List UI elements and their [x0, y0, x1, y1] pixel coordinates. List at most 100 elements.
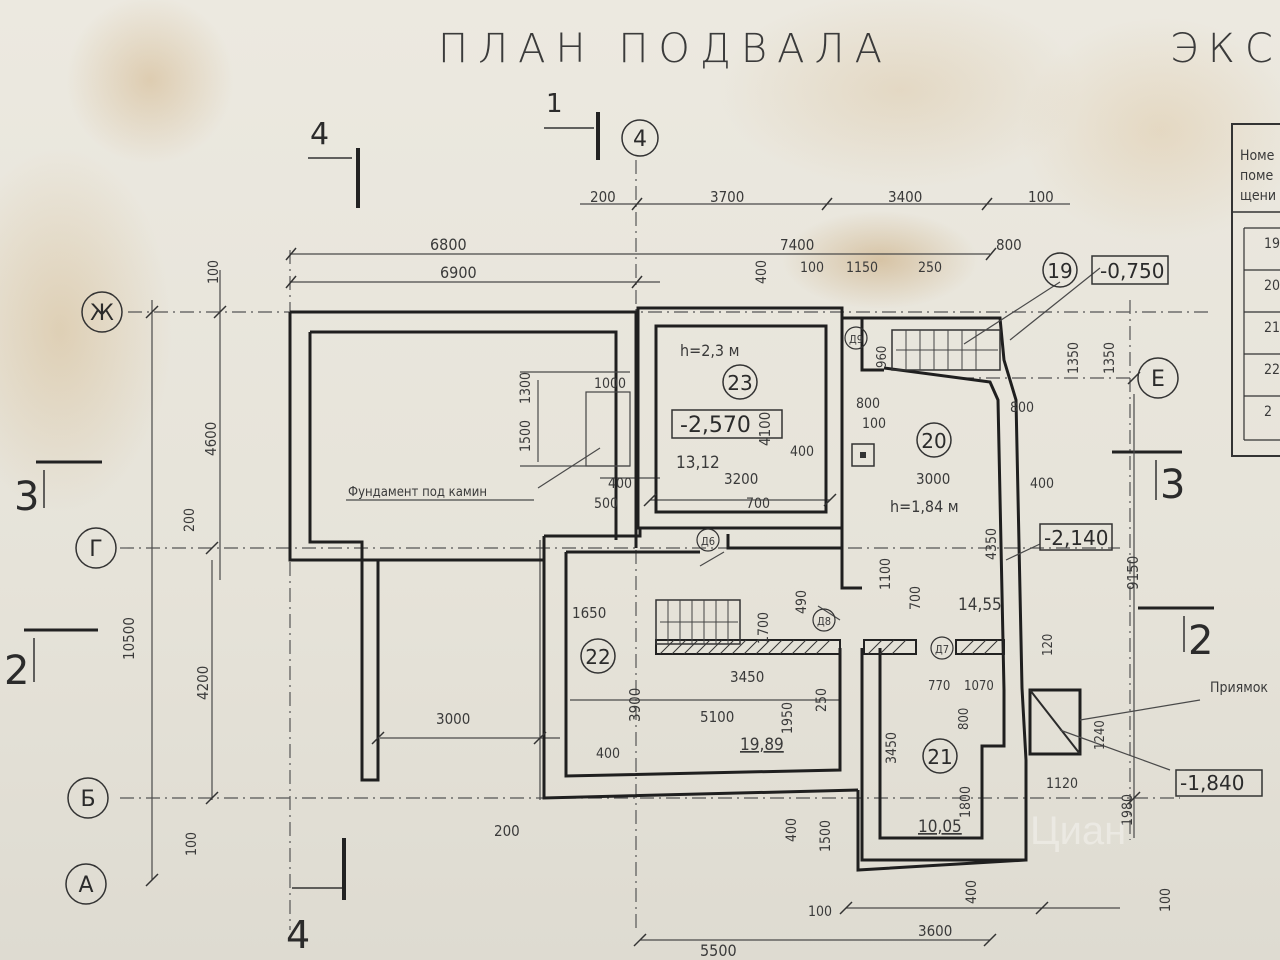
svg-text:400: 400 [790, 444, 814, 460]
table-header-line-3: щени [1240, 188, 1276, 204]
svg-text:100: 100 [1028, 188, 1054, 206]
svg-text:2: 2 [4, 648, 29, 694]
explication-title: ЭКСП [1170, 26, 1280, 72]
height-room-20: h=1,84 м [890, 497, 959, 516]
section-marker-3-left: 3 [14, 460, 102, 520]
svg-text:770: 770 [928, 679, 950, 694]
svg-text:А: А [78, 873, 93, 898]
vent-core [860, 452, 866, 458]
svg-text:4100: 4100 [756, 412, 774, 446]
svg-text:400: 400 [596, 746, 620, 762]
partition-hatching [659, 639, 999, 655]
watermark: Циан [1030, 809, 1126, 853]
svg-text:960: 960 [875, 346, 890, 368]
room-19-bubble: 19 [1042, 252, 1078, 288]
svg-text:500: 500 [594, 496, 618, 512]
svg-text:200: 200 [494, 822, 520, 840]
table-row: 20 [1264, 278, 1280, 294]
svg-text:-2,140: -2,140 [1044, 526, 1108, 550]
svg-text:700: 700 [908, 586, 924, 610]
level-mark-2140: -2,140 [1039, 523, 1113, 551]
svg-text:100: 100 [808, 904, 832, 920]
svg-text:3450: 3450 [730, 668, 764, 686]
svg-text:4200: 4200 [194, 666, 212, 700]
section-marker-2-right: 2 [1138, 606, 1214, 664]
svg-text:250: 250 [918, 260, 942, 276]
svg-text:10500: 10500 [120, 617, 138, 660]
area-room-21: 10,05 [918, 817, 962, 837]
svg-text:3900: 3900 [626, 688, 644, 722]
plan-title: ПЛАН ПОДВАЛА [438, 26, 892, 72]
svg-text:3200: 3200 [724, 470, 758, 488]
table-row: 2 [1264, 404, 1272, 420]
svg-text:400: 400 [1030, 476, 1054, 492]
axis-bubble-zh: Ж [81, 291, 123, 333]
svg-text:Г: Г [89, 537, 102, 562]
svg-text:1350: 1350 [1102, 342, 1118, 374]
foundation-label: Фундамент под камин [348, 485, 487, 500]
building-walls [288, 306, 1082, 872]
area-room-22: 19,89 [740, 735, 784, 755]
door-d6: Д6 [696, 528, 720, 552]
svg-text:4: 4 [286, 913, 310, 957]
staircase-lower [655, 599, 741, 645]
svg-text:1350: 1350 [1066, 342, 1082, 374]
svg-text:800: 800 [856, 396, 880, 412]
svg-text:4600: 4600 [202, 422, 220, 456]
axis-bubble-g: Г [75, 527, 117, 569]
svg-text:1120: 1120 [1046, 776, 1078, 792]
staircase-upper [891, 329, 1001, 371]
axis-bubble-4: 4 [621, 119, 659, 157]
svg-text:100: 100 [800, 260, 824, 276]
svg-text:5100: 5100 [700, 708, 734, 726]
table-header-line-2: поме [1240, 168, 1273, 184]
svg-text:1150: 1150 [846, 260, 878, 276]
svg-text:250: 250 [814, 688, 830, 712]
door-d9: Д9 [844, 326, 868, 350]
svg-text:19: 19 [1047, 259, 1072, 283]
dimension-ticks [145, 197, 1141, 947]
svg-text:400: 400 [754, 260, 770, 284]
svg-text:-0,750: -0,750 [1100, 259, 1164, 283]
svg-text:5500: 5500 [700, 941, 737, 960]
svg-text:21: 21 [927, 745, 952, 769]
table-row: 22 [1264, 362, 1280, 378]
svg-text:1300: 1300 [518, 372, 534, 404]
svg-text:200: 200 [182, 508, 198, 532]
svg-text:1240: 1240 [1093, 720, 1108, 750]
svg-text:2: 2 [1188, 618, 1213, 664]
svg-text:3: 3 [1160, 462, 1185, 508]
svg-text:1950: 1950 [780, 702, 796, 734]
leader-lines [699, 267, 1201, 771]
svg-text:700: 700 [746, 496, 770, 512]
room-21-bubble: 21 [922, 738, 958, 774]
svg-text:1500: 1500 [818, 820, 834, 852]
svg-text:-2,570: -2,570 [680, 413, 751, 438]
table-row: 19 [1264, 236, 1280, 252]
area-room-23: 13,12 [676, 453, 720, 473]
height-room-23: h=2,3 м [680, 341, 740, 360]
room-20-bubble: 20 [916, 422, 952, 458]
svg-text:3600: 3600 [918, 922, 952, 940]
vent-shaft [851, 443, 875, 467]
table-row: 21 [1264, 320, 1280, 336]
svg-text:1000: 1000 [594, 376, 626, 392]
svg-text:1100: 1100 [878, 558, 894, 590]
level-mark-2570: -2,570 [671, 409, 783, 439]
axis-bubble-b: Б [67, 777, 109, 819]
svg-text:3400: 3400 [888, 188, 922, 206]
svg-text:120: 120 [1041, 634, 1056, 656]
svg-text:4: 4 [310, 117, 329, 152]
level-mark-0750: -0,750 [1091, 255, 1169, 285]
svg-text:7400: 7400 [780, 236, 814, 254]
svg-text:100: 100 [862, 416, 886, 432]
svg-text:3700: 3700 [710, 188, 744, 206]
svg-text:3: 3 [14, 474, 39, 520]
svg-text:4: 4 [633, 127, 647, 152]
svg-text:3000: 3000 [916, 470, 950, 488]
svg-text:23: 23 [727, 371, 752, 395]
svg-text:800: 800 [996, 236, 1022, 254]
section-marker-3-right: 3 [1112, 450, 1185, 508]
section-marker-4-bottom: 4 [286, 838, 346, 957]
svg-text:6800: 6800 [430, 235, 467, 254]
